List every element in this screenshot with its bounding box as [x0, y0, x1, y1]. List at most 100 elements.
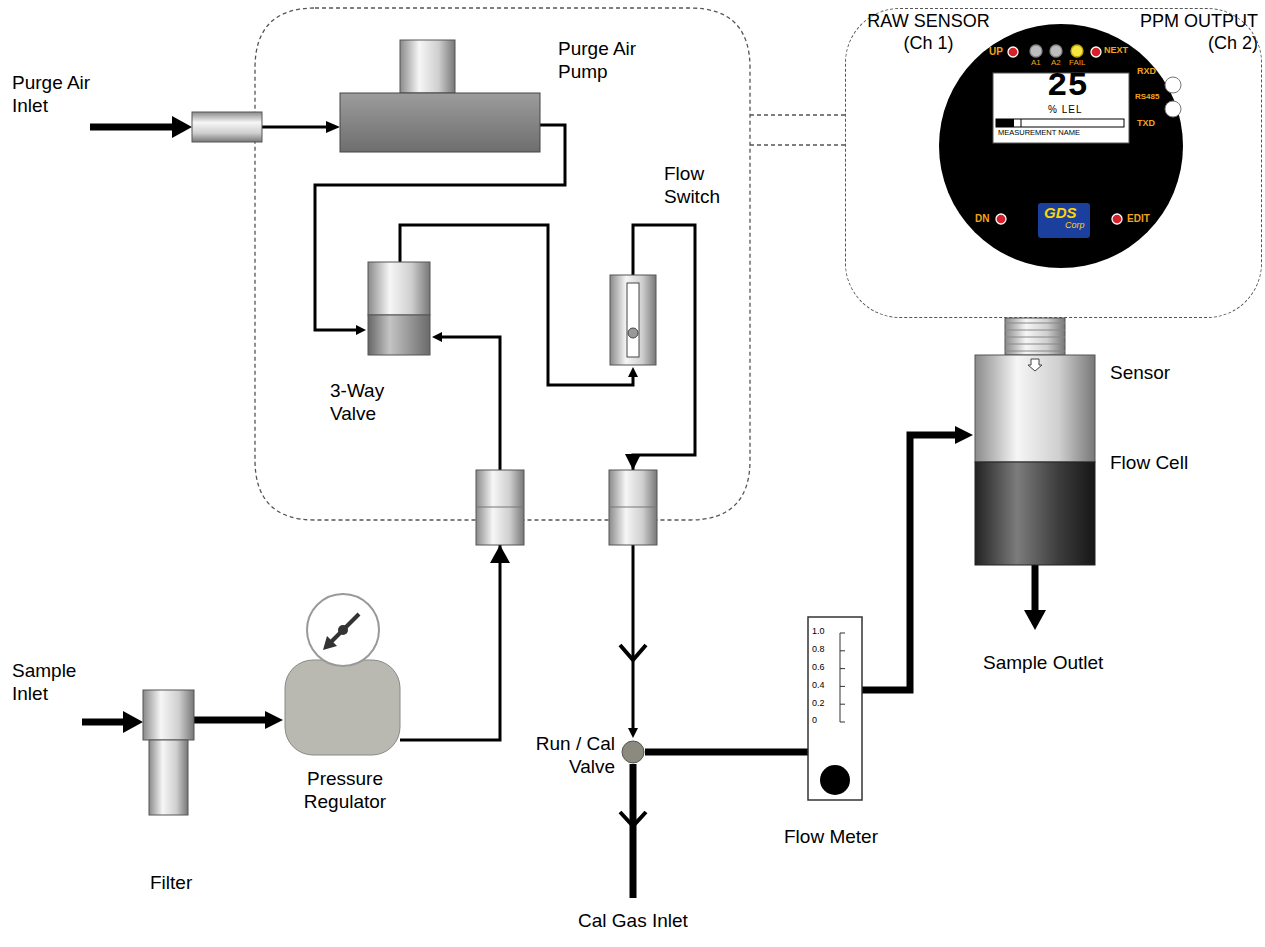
- meter-tick: [840, 668, 845, 669]
- meter-float: [820, 765, 850, 795]
- switch-ball: [628, 328, 638, 338]
- node-shape: [610, 275, 656, 365]
- transmitter-panel: RAW SENSOR (Ch 1)PPM OUTPUT (Ch 2)UPA1A2…: [845, 8, 1262, 318]
- display-text: FAIL: [1069, 59, 1085, 68]
- flow-switch-symbol: Flow Switch: [610, 275, 656, 365]
- gauge-needle: [331, 614, 359, 642]
- node-shape: [621, 740, 645, 764]
- scale-number: 1.0: [812, 627, 825, 637]
- inlet-arrowhead: [123, 711, 143, 733]
- part-label: Pressure Regulator: [290, 768, 400, 814]
- port-label: Cal Gas Inlet: [578, 910, 688, 933]
- gauge-needle-tip: [323, 636, 337, 650]
- bulkhead-fitting: [476, 470, 524, 545]
- tube-coupling: [620, 645, 646, 660]
- bar-graph-fill: [996, 119, 1014, 127]
- part-label: Run / Cal Valve: [525, 733, 615, 779]
- status-led: [1165, 77, 1181, 93]
- indicator-dot: [1091, 47, 1101, 57]
- display-text: DN: [975, 213, 989, 224]
- indicator-dot: [996, 214, 1006, 224]
- display-text: % LEL: [1048, 104, 1082, 115]
- pipe-connector: [400, 225, 633, 385]
- part-label: Flow Meter: [784, 826, 878, 849]
- indicator-dot: [1050, 45, 1062, 57]
- scale-number: 0.8: [812, 645, 825, 655]
- display-text: A2: [1051, 59, 1061, 68]
- cal-gas-line: [630, 764, 637, 898]
- meter-tick: [840, 686, 845, 687]
- display-text: EDIT: [1127, 213, 1150, 224]
- thread-line: [1005, 330, 1065, 331]
- enclosure-link: [750, 114, 845, 115]
- scale-number: 0.4: [812, 681, 825, 691]
- port-label: Sample Outlet: [983, 652, 1103, 675]
- indicator-dot: [1008, 47, 1018, 57]
- display-text: 25: [1047, 69, 1088, 103]
- outlet-arrow: [1032, 565, 1039, 612]
- pump-body: [340, 93, 540, 152]
- pipe-connector: [315, 125, 565, 330]
- switch-slot: [627, 283, 639, 357]
- regulator-symbol: Pressure Regulator: [285, 592, 400, 755]
- pipe-arrowhead: [326, 121, 340, 133]
- meter-tick: [840, 633, 845, 634]
- tube-coupling: [620, 812, 646, 826]
- channel-label: RAW SENSOR (Ch 1): [861, 11, 996, 54]
- pipe-arrowhead: [625, 454, 641, 470]
- pipe-connector: [862, 435, 955, 690]
- valve-symbol: Run / Cal Valve: [621, 740, 645, 764]
- part-label: Filter: [150, 872, 192, 895]
- display-text: GDS: [1044, 204, 1077, 222]
- bulkhead-fitting: [192, 112, 262, 142]
- status-led: [1165, 101, 1181, 117]
- indicator-dot: [1071, 45, 1083, 57]
- filter-bowl: [149, 740, 188, 815]
- node-shape: [285, 592, 400, 755]
- inlet-arrow: [90, 124, 176, 131]
- scale-number: 0.6: [812, 663, 825, 673]
- part-label: Flow Switch: [664, 163, 739, 209]
- part-label: 3-Way Valve: [330, 380, 410, 426]
- switch-body: [610, 275, 656, 365]
- gauge-dial: [307, 594, 379, 666]
- display-housing: [939, 24, 1183, 268]
- sensor-symbol: Sensor: [975, 318, 1095, 462]
- display-text: TXD: [1137, 119, 1155, 129]
- display-text: NEXT: [1104, 46, 1128, 56]
- pump-motor: [400, 40, 455, 93]
- display-text: RS485: [1135, 93, 1159, 102]
- node-shape: [939, 24, 1183, 268]
- indicator-dot: [1112, 214, 1122, 224]
- channel-label: PPM OUTPUT (Ch 2): [1123, 11, 1258, 54]
- enclosure-outline: [255, 8, 750, 520]
- meter-scale: [840, 633, 841, 722]
- flow-cell-body: [975, 462, 1095, 565]
- part-label: Sensor: [1110, 362, 1170, 385]
- display-text: UP: [989, 46, 1003, 57]
- thread-line: [1005, 337, 1065, 338]
- valve-knob: [622, 741, 644, 763]
- meter-tick: [840, 650, 845, 651]
- orientation-mark: [1028, 359, 1042, 371]
- filter-head: [143, 690, 194, 740]
- node-shape: [340, 40, 540, 152]
- fitting-seam: [609, 507, 657, 508]
- outlet-arrowhead: [1024, 610, 1046, 630]
- sensor-thread: [1005, 318, 1065, 355]
- bar-graph: [996, 119, 1124, 127]
- part-label: Flow Cell: [1110, 452, 1188, 475]
- port-label: Purge Air Inlet: [12, 72, 112, 118]
- logo-plate: [1038, 203, 1090, 238]
- node-shape: [975, 318, 1095, 462]
- display-text: MEASUREMENT NAME: [998, 129, 1080, 137]
- enclosure-link: [750, 144, 845, 145]
- display-text: Corp: [1065, 221, 1085, 231]
- gauge-hub: [338, 625, 348, 635]
- meter-tick: [840, 722, 845, 723]
- display-text: RXD: [1137, 67, 1156, 77]
- regulator-body: [285, 660, 400, 755]
- indicator-dot: [1030, 45, 1042, 57]
